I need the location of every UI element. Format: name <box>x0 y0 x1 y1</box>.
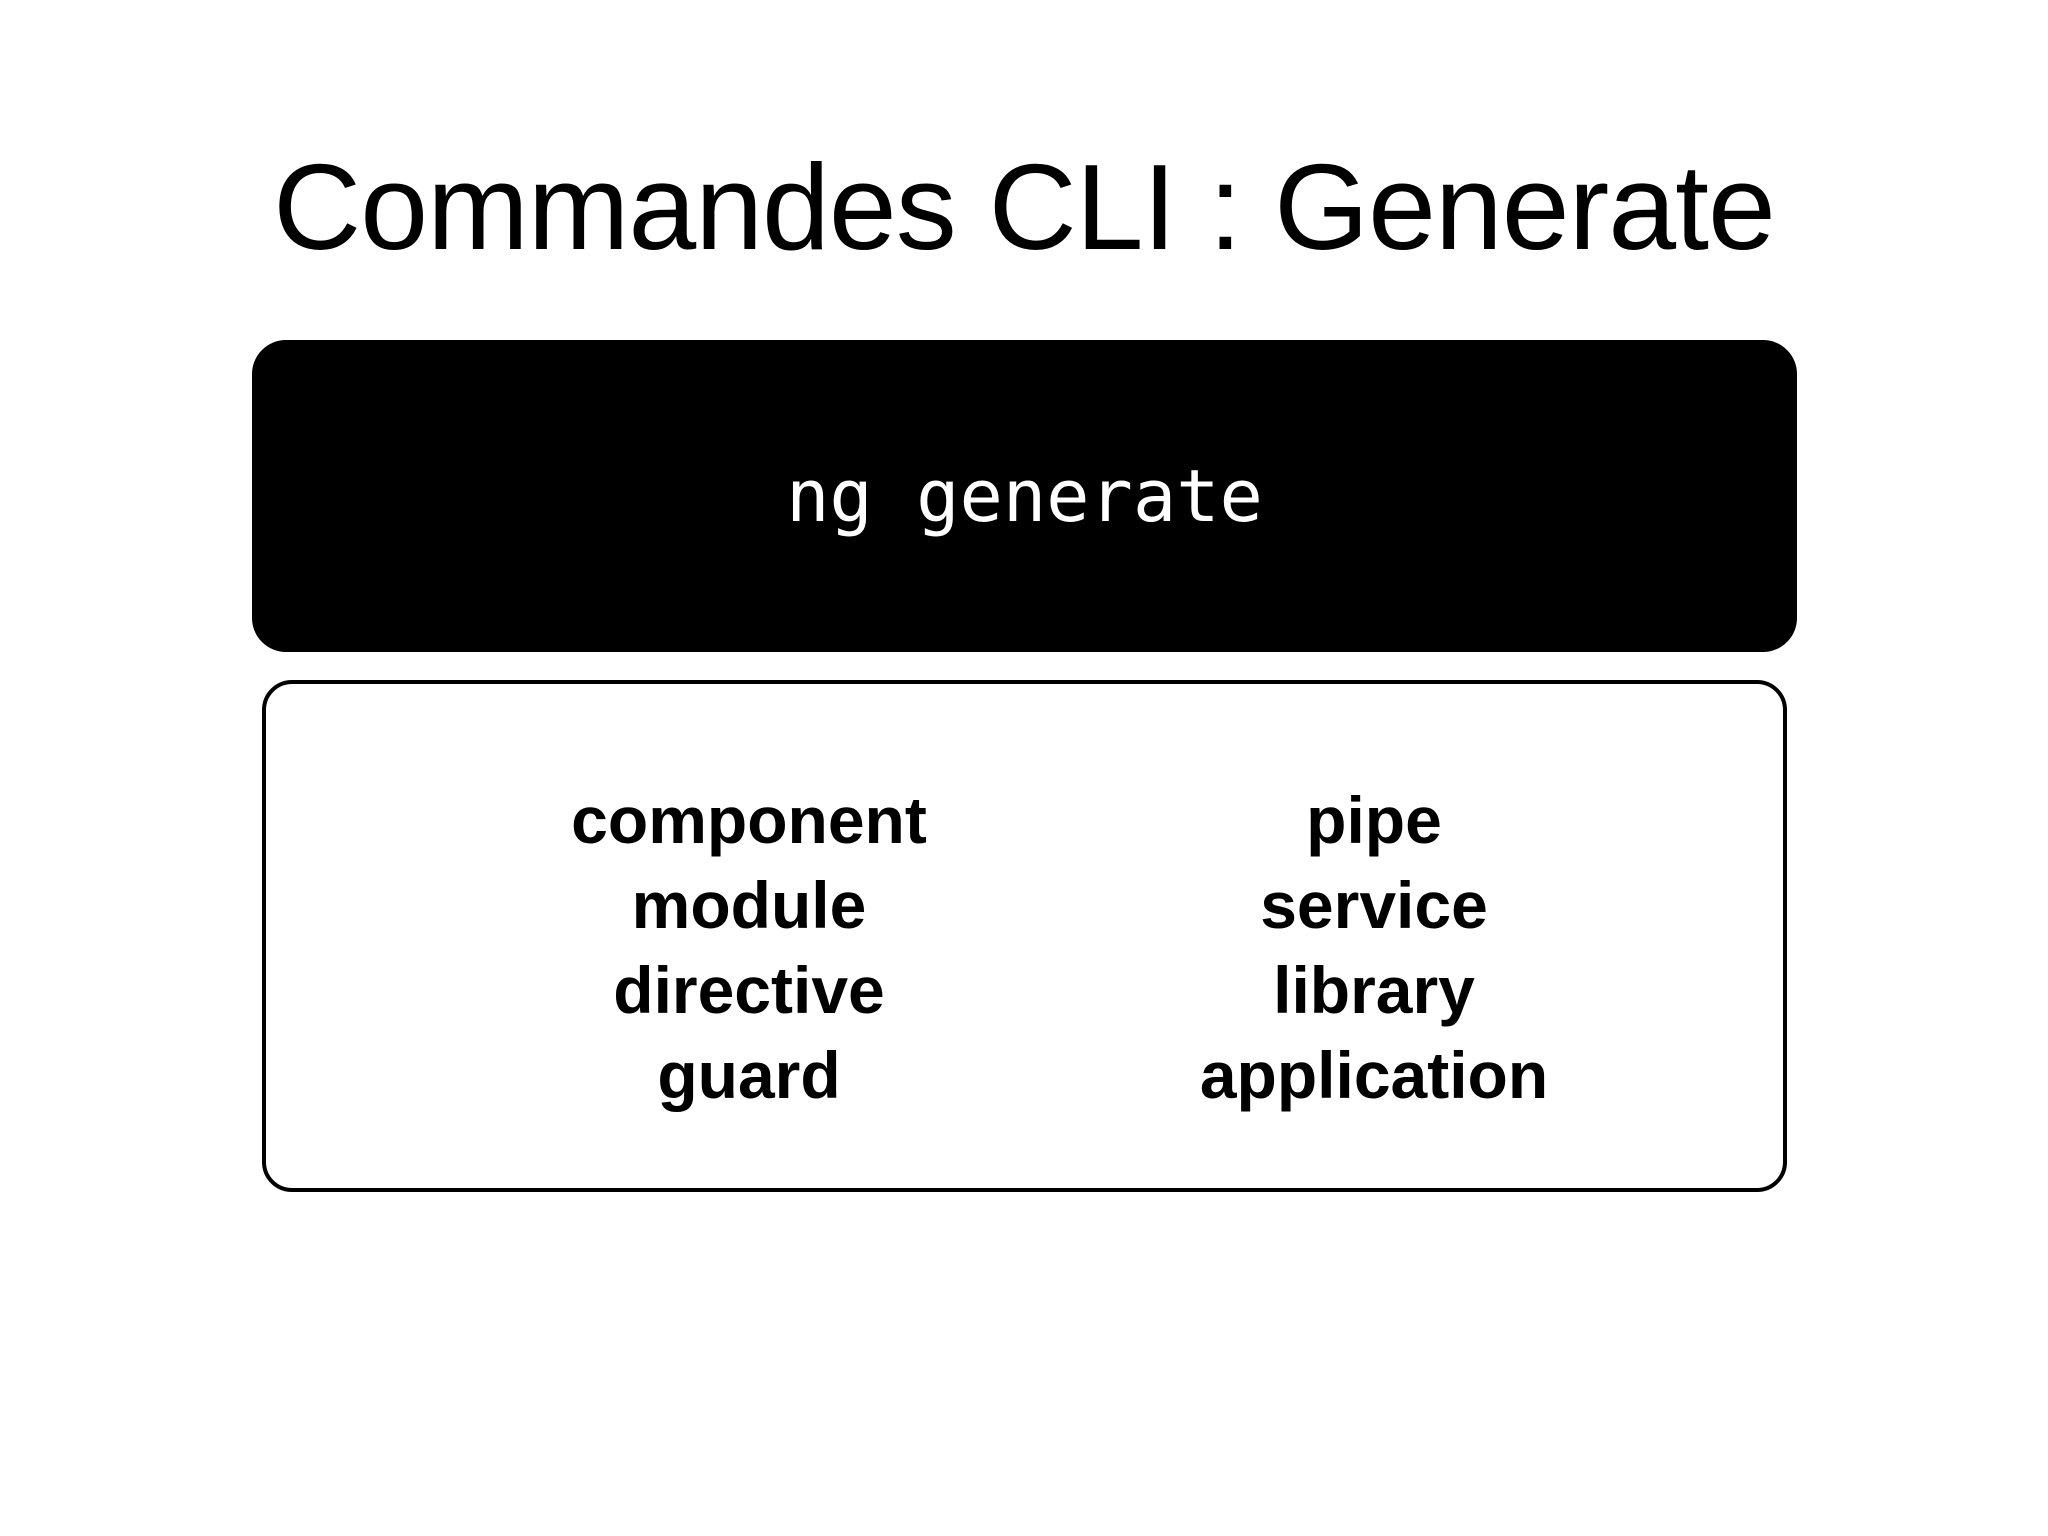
command-box: ng generate <box>252 340 1797 652</box>
schematic-item-service: service <box>1260 868 1488 942</box>
schematic-item-pipe: pipe <box>1306 783 1442 857</box>
schematic-item-component: component <box>571 783 927 857</box>
schematics-right-column: pipe service library application <box>1200 684 1548 1188</box>
schematic-item-directive: directive <box>613 953 885 1027</box>
schematic-item-guard: guard <box>657 1038 841 1112</box>
slide-title: Commandes CLI : Generate <box>273 139 1776 275</box>
schematic-item-module: module <box>631 868 867 942</box>
schematics-box: component module directive guard pipe se… <box>262 680 1787 1192</box>
schematic-item-application: application <box>1199 1038 1549 1112</box>
schematics-left-column: component module directive guard <box>571 684 927 1188</box>
schematic-item-library: library <box>1273 953 1475 1027</box>
command-text: ng generate <box>786 454 1263 538</box>
